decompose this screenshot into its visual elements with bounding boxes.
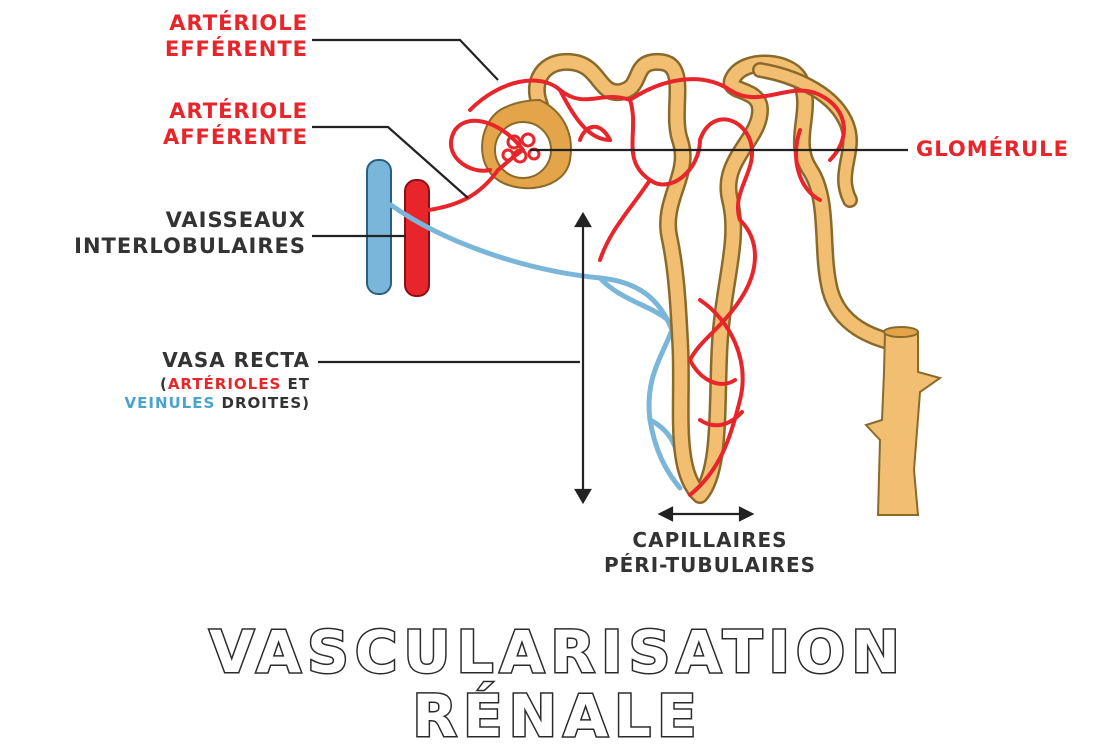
leader-efferent xyxy=(312,40,498,80)
label-vasa-veinules: VEINULES xyxy=(125,394,216,412)
label-efferent-arteriole: ARTÉRIOLE EFFÉRENTE xyxy=(108,10,308,63)
label-vessels-line2: INTERLOBULAIRES xyxy=(0,233,306,259)
label-capillaires-line1: CAPILLAIRES xyxy=(560,528,860,553)
interlobular-vein xyxy=(367,160,391,294)
label-afferent-line2: AFFÉRENTE xyxy=(108,124,308,150)
label-capillaires-line2: PÉRI-TUBULAIRES xyxy=(560,553,860,578)
label-vasa-open: ( xyxy=(160,375,168,393)
label-efferent-line1: ARTÉRIOLE xyxy=(108,10,308,36)
label-vessels-line1: VAISSEAUX xyxy=(0,207,306,233)
label-vasa-et: ET xyxy=(281,375,310,393)
title-line2: RÉNALE xyxy=(0,682,1115,750)
title-line1: VASCULARISATION xyxy=(0,618,1115,686)
label-afferent-line1: ARTÉRIOLE xyxy=(108,98,308,124)
capillaries-arrow xyxy=(660,508,752,520)
interlobular-vessels xyxy=(367,160,429,296)
vasa-recta-venules xyxy=(391,205,700,490)
label-vasa-arterioles: ARTÉRIOLES xyxy=(168,375,281,393)
interlobular-artery xyxy=(405,180,429,296)
vasa-recta-arrow xyxy=(576,214,590,502)
label-vasa-recta: VASA RECTA (ARTÉRIOLES ET VEINULES DROIT… xyxy=(60,348,310,413)
label-vasa-droites: DROITES) xyxy=(215,394,310,412)
label-interlobular-vessels: VAISSEAUX INTERLOBULAIRES xyxy=(0,207,306,260)
label-efferent-line2: EFFÉRENTE xyxy=(108,36,308,62)
label-afferent-arteriole: ARTÉRIOLE AFFÉRENTE xyxy=(108,98,308,151)
label-peritubular-capillaries: CAPILLAIRES PÉRI-TUBULAIRES xyxy=(560,528,860,578)
collecting-duct xyxy=(866,327,940,515)
label-glomerule: GLOMÉRULE xyxy=(916,136,1069,162)
label-vasa-line1: VASA RECTA xyxy=(60,348,310,373)
